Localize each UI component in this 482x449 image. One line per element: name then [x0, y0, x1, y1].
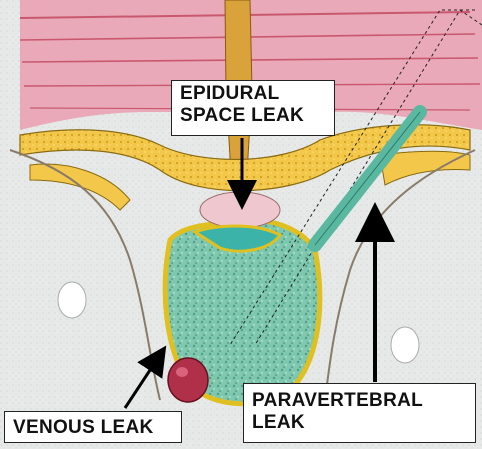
label-paravertebral-line1: PARAVERTEBRAL — [252, 390, 475, 412]
label-epidural-space-leak: EPIDURAL SPACE LEAK — [171, 80, 335, 136]
label-paravertebral-line2: LEAK — [252, 412, 475, 434]
label-venous-leak: VENOUS LEAK — [4, 411, 182, 443]
label-venous-line1: VENOUS LEAK — [13, 417, 181, 439]
label-epidural-line2: SPACE LEAK — [180, 105, 334, 127]
venous-plexus — [168, 358, 208, 402]
label-paravertebral-leak: PARAVERTEBRAL LEAK — [243, 383, 476, 443]
label-epidural-line1: EPIDURAL — [180, 83, 334, 105]
